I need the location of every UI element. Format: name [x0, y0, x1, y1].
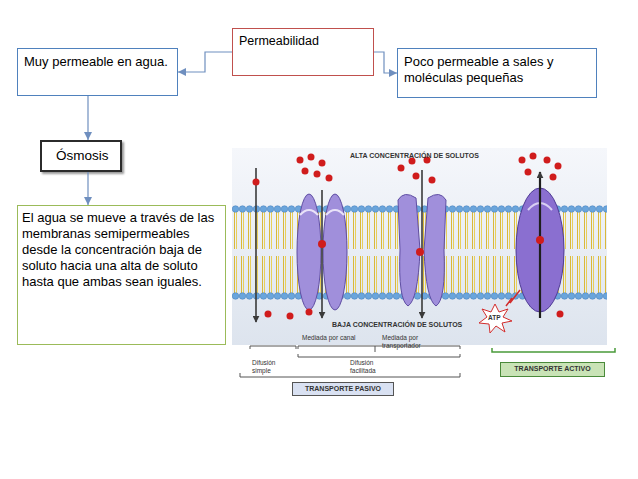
- solute-particle: [302, 168, 309, 175]
- solute-particle: [544, 157, 551, 164]
- solute-particle: [308, 154, 315, 161]
- bracket: [250, 346, 296, 349]
- solute-particle: [416, 248, 424, 256]
- node-text: Permeabilidad: [239, 33, 367, 49]
- energy-label: ATP: [488, 314, 501, 322]
- node-text: Ósmosis: [56, 148, 106, 164]
- node-text: Poco permeable a sales y moléculas peque…: [404, 54, 590, 86]
- diffusion-arrow: [321, 190, 323, 318]
- protein-lobe: [424, 194, 446, 306]
- concept-box: Permeabilidad: [232, 28, 374, 76]
- solute-particle: [306, 309, 313, 316]
- property-box: Poco permeable a sales y moléculas peque…: [397, 48, 597, 98]
- solute-particle: [525, 169, 532, 176]
- solute-particles: [253, 153, 564, 320]
- protein-lobe: [297, 194, 321, 310]
- definition-box: El agua se mueve a través de las membran…: [17, 205, 226, 345]
- region-label: ALTA CONCENTRACIÓN DE SOLUTOS: [350, 152, 479, 161]
- mechanism-label: Mediada por canal: [302, 334, 368, 342]
- solute-particle: [318, 240, 326, 248]
- region-label: BAJA CONCENTRACIÓN DE SOLUTOS: [332, 321, 462, 330]
- mechanism-label: Difusión simple: [252, 359, 292, 375]
- node-text: El agua se mueve a través de las membran…: [22, 210, 221, 290]
- mechanism-label: Difusión facilitada: [350, 359, 400, 375]
- solute-particle: [319, 160, 326, 167]
- solute-particle: [519, 157, 526, 164]
- connector-arrow: [87, 172, 88, 205]
- connector-arrow: [374, 52, 397, 73]
- diffusion-arrow: [421, 170, 423, 318]
- solute-particle: [297, 157, 304, 164]
- solute-particle: [253, 179, 260, 186]
- diffusion-arrow: [255, 168, 257, 322]
- category-label: TRANSPORTE ACTIVO: [500, 362, 605, 377]
- solute-particle: [287, 313, 294, 320]
- solute-particle: [557, 311, 564, 318]
- bracket: [298, 354, 460, 357]
- solute-particle: [555, 163, 562, 170]
- solute-particle: [314, 171, 321, 178]
- category-label: TRANSPORTE PASIVO: [292, 382, 394, 396]
- atp-burst: [479, 304, 512, 333]
- solute-particle: [326, 175, 333, 182]
- solute-particle: [530, 153, 537, 160]
- property-box: Muy permeable en agua.: [17, 48, 178, 96]
- connector-arrow: [178, 52, 232, 72]
- category-brackets: [240, 346, 460, 377]
- protein-lobe: [323, 194, 347, 310]
- illustration-background: [232, 148, 607, 345]
- energy-zigzag: [506, 290, 520, 306]
- solute-particle: [398, 165, 405, 172]
- bracket: [492, 348, 615, 352]
- connector-arrow: [87, 96, 88, 140]
- solute-particle: [429, 177, 436, 184]
- solute-particle: [550, 174, 557, 181]
- mechanism-label: Mediada por transportador: [382, 334, 452, 350]
- node-text: Muy permeable en agua.: [24, 54, 171, 70]
- bracket: [298, 346, 460, 352]
- process-box: Ósmosis: [40, 140, 122, 172]
- active-transport-arrow: [539, 172, 541, 318]
- solute-particle: [536, 236, 544, 244]
- solute-particle: [265, 311, 272, 318]
- solute-particle: [413, 173, 420, 180]
